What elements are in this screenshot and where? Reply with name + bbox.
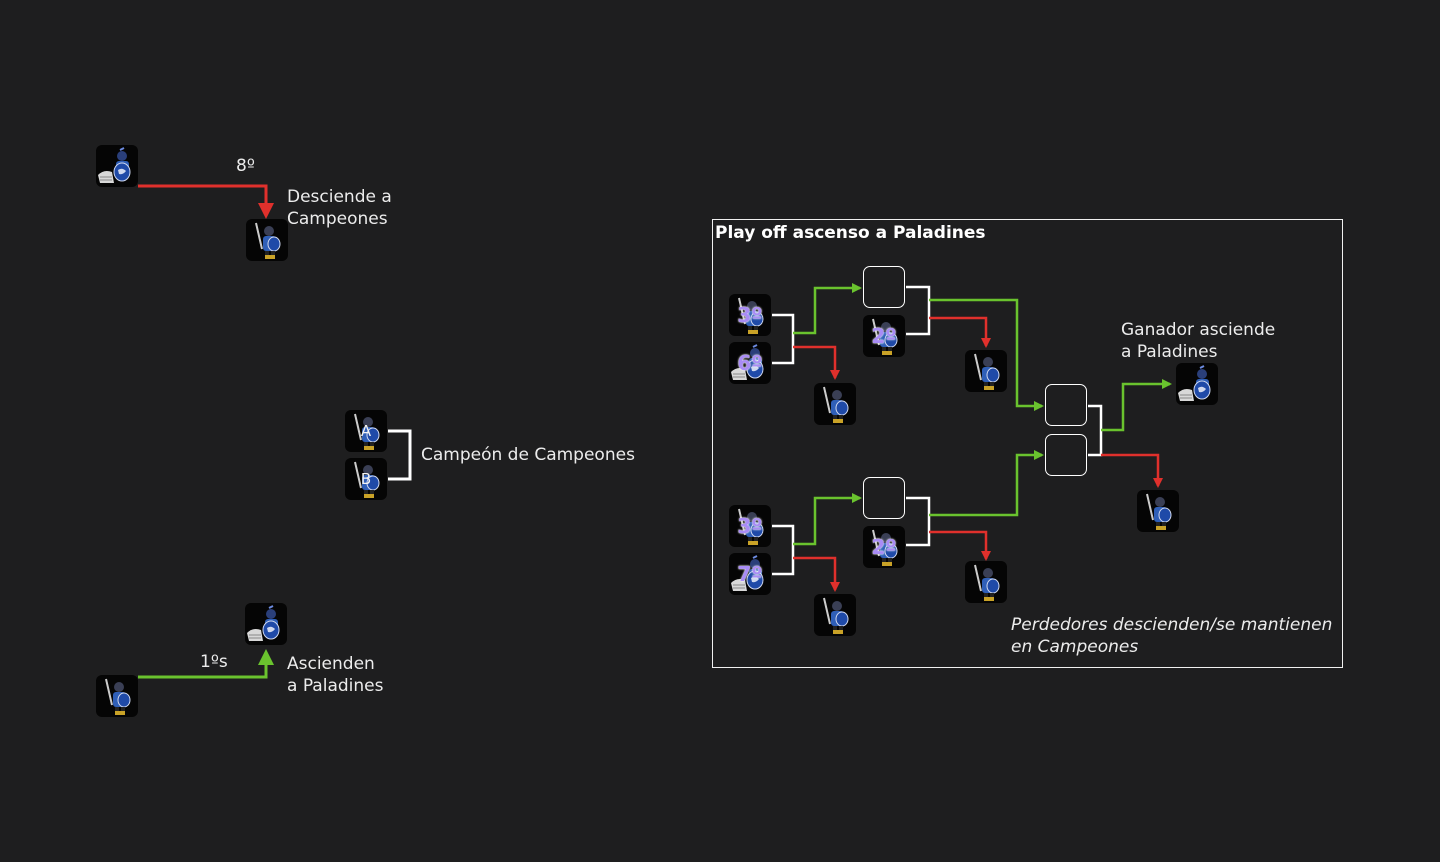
rank-1s-label: 1ºs — [200, 652, 228, 672]
final-slot-bottom — [1045, 434, 1087, 476]
promotion-label: Ascienden a Paladines — [287, 654, 384, 696]
rank-badge: 7º — [737, 562, 763, 586]
champion-icon — [814, 383, 856, 425]
team-b-letter: B — [360, 470, 372, 488]
champion-icon: B — [345, 458, 387, 500]
promotion-arrow — [138, 649, 274, 679]
final-slot-top — [1045, 384, 1087, 426]
semi-top-winner-slot — [863, 266, 905, 308]
champion-icon: A — [345, 410, 387, 452]
team-a-letter: A — [360, 422, 372, 440]
champion-icon: 2º — [863, 315, 905, 357]
rank-8-label: 8º — [236, 156, 255, 176]
paladin-icon: 7º — [729, 553, 771, 595]
relegation-label: Desciende a Campeones — [287, 187, 392, 229]
champion-icon — [814, 594, 856, 636]
paladin-icon: 6º — [729, 342, 771, 384]
rank-badge: 2º — [871, 324, 897, 348]
rank-badge: 2º — [871, 535, 897, 559]
champion-icon — [96, 675, 138, 717]
semi-bottom-winner-slot — [863, 477, 905, 519]
paladin-icon — [96, 145, 138, 187]
rank-badge: 3º — [737, 303, 763, 327]
relegation-arrow — [138, 184, 274, 219]
champion-icon — [965, 561, 1007, 603]
rank-badge: 6º — [737, 351, 763, 375]
champion-icon: 2º — [863, 526, 905, 568]
champion-icon: 3º — [729, 294, 771, 336]
paladin-icon — [245, 603, 287, 645]
paladin-icon — [1176, 363, 1218, 405]
winner-label: Ganador asciende a Paladines — [1121, 320, 1276, 362]
playoff-title: Play off ascenso a Paladines — [715, 223, 986, 243]
playoff-frame — [712, 219, 1343, 668]
champion-bracket — [388, 429, 412, 481]
rank-badge: 3º — [737, 514, 763, 538]
champion-icon — [965, 350, 1007, 392]
losers-label: Perdedores descienden/se mantienen en Ca… — [1011, 615, 1333, 657]
champion-icon — [1137, 490, 1179, 532]
champion-icon: 3º — [729, 505, 771, 547]
champion-icon — [246, 219, 288, 261]
champion-of-champions-label: Campeón de Campeones — [421, 445, 635, 465]
